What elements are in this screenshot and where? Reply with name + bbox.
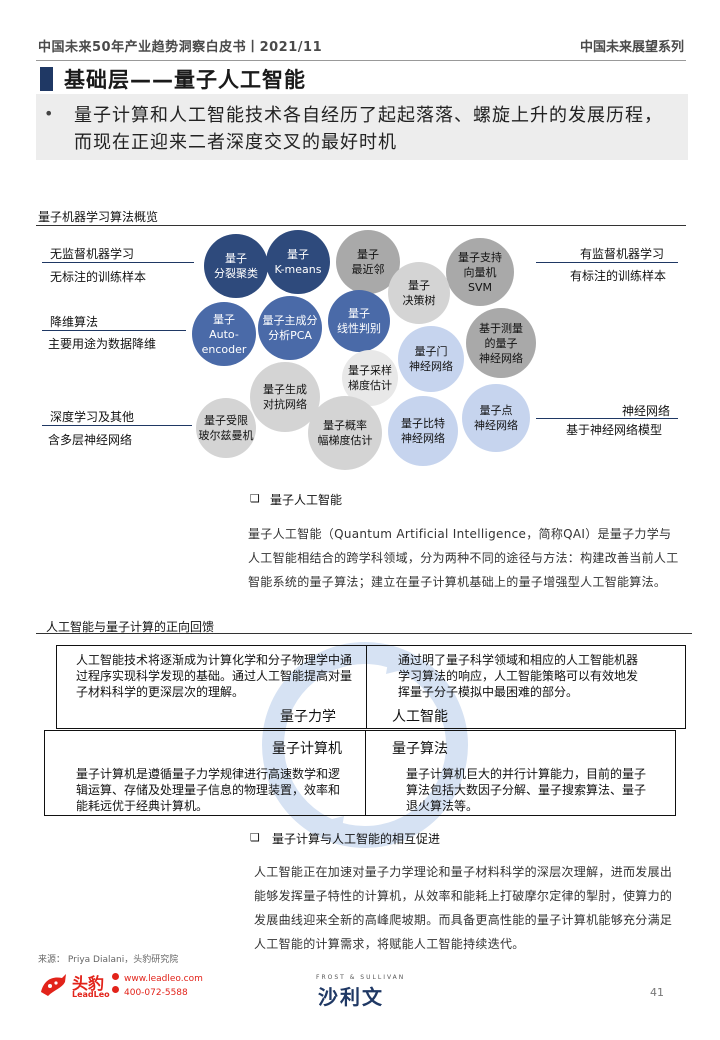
section-divider-feedback (36, 633, 692, 634)
label-neural-network: 神经网络 (622, 404, 671, 418)
cycle-arrow-bottom (312, 816, 344, 840)
box-top-left (56, 645, 366, 729)
page-title: 基础层——量子人工智能 (64, 68, 306, 92)
frost-sullivan-cn: 沙利文 (318, 985, 384, 1009)
label-neural-network-desc: 基于神经网络模型 (566, 423, 663, 437)
source-note: 来源： Priya Dialani，头豹研究院 (38, 955, 179, 965)
circle-quantum-gate-nn: 量子门神经网络 (398, 326, 464, 392)
qai-bullet: ❑ (250, 492, 260, 505)
section-title-algorithms: 量子机器学习算法概览 (38, 210, 159, 224)
circle-quantum-divisive-clustering: 量子分裂聚类 (204, 234, 268, 298)
cycle-arrow-top (386, 650, 418, 674)
leadleo-logo-en: LeadLeo (72, 990, 110, 999)
circle-qubit-nn: 量子比特神经网络 (388, 396, 458, 466)
qai-heading: 量子人工智能 (270, 493, 343, 507)
section-divider-algorithms (36, 225, 686, 226)
circle-quantum-boltzmann: 量子受限玻尔兹曼机 (196, 398, 256, 458)
header-right: 中国未来展望系列 (579, 40, 684, 55)
label-deep-learning-desc: 含多层神经网络 (48, 433, 133, 447)
box-bottom-left-text: 量子计算机是遵循量子力学规律进行高速数学和逻辑运算、存储及处理量子信息的物理装置… (76, 767, 341, 813)
box-bottom-left (44, 730, 366, 816)
promo-bullet: ❑ (250, 831, 260, 844)
circle-quantum-gan: 量子生成对抗网络 (250, 362, 320, 432)
qai-paragraph: 量子人工智能（Quantum Artificial Intelligence，简… (248, 527, 679, 589)
cycle-label-quantum-computer: 量子计算机 (272, 741, 342, 757)
circle-quantum-linear-discriminant: 量子线性判别 (328, 290, 390, 352)
circle-quantum-pca: 量子主成分分析PCA (258, 296, 322, 360)
banner-bullet: • (44, 104, 54, 123)
label-deep-learning: 深度学习及其他 (50, 410, 135, 424)
label-unsupervised: 无监督机器学习 (50, 247, 135, 261)
box-top-left-text: 人工智能技术将逐渐成为计算化学和分子物理学中通过程序实现科学发现的基础。通过人工… (76, 653, 353, 699)
label-dim-reduction-desc: 主要用途为数据降维 (48, 337, 157, 351)
leadleo-phone: 400-072-5588 (124, 988, 188, 998)
header-left: 中国未来50年产业趋势洞察白皮书丨2021/11 (38, 40, 323, 55)
label-unsupervised-desc: 无标注的训练样本 (50, 270, 147, 284)
label-supervised-desc: 有标注的训练样本 (570, 269, 667, 283)
label-line (536, 262, 678, 263)
title-accent-bar (40, 67, 53, 91)
cycle-label-ai: 人工智能 (392, 709, 448, 725)
phone-icon (112, 986, 119, 993)
label-dim-reduction: 降维算法 (50, 315, 99, 329)
key-message-banner (36, 94, 688, 160)
circle-quantum-amplitude-gradient: 量子概率幅梯度估计 (308, 396, 382, 470)
circle-quantum-decision-tree: 量子决策树 (388, 262, 450, 324)
leadleo-url[interactable]: www.leadleo.com (124, 974, 203, 984)
box-bottom-right (366, 730, 676, 816)
box-bottom-right-text: 量子计算机巨大的并行计算能力，目前的量子算法包括大数因子分解、量子搜索算法、量子… (406, 767, 647, 813)
leadleo-leopard-icon (41, 974, 66, 996)
promo-heading: 量子计算与人工智能的相互促进 (272, 832, 441, 846)
cycle-label-quantum-mechanics: 量子力学 (280, 709, 336, 725)
box-top-right (366, 645, 686, 729)
web-icon (112, 973, 119, 980)
header-divider (36, 60, 686, 61)
label-line (42, 330, 186, 331)
banner-text: 量子计算和人工智能技术各自经历了起起落落、螺旋上升的发展历程，而现在正迎来二者深… (74, 105, 663, 153)
label-supervised: 有监督机器学习 (580, 247, 665, 261)
label-line (42, 425, 192, 426)
page-number: 41 (650, 986, 664, 999)
promo-paragraph: 人工智能正在加速对量子力学理论和量子材料科学的深层次理解，进而发展出能够发挥量子… (254, 865, 673, 951)
label-line (536, 418, 678, 419)
leadleo-logo-cn: 头豹 (72, 974, 105, 993)
contact-icons (112, 970, 130, 996)
label-line (42, 262, 194, 263)
cycle-label-quantum-algorithm: 量子算法 (392, 741, 448, 757)
cycle-ring (262, 642, 468, 848)
circle-measurement-quantum-nn: 基于测量的量子神经网络 (466, 308, 536, 378)
circle-quantum-dot-nn: 量子点神经网络 (462, 384, 530, 452)
box-top-right-text: 通过明了量子科学领域和相应的人工智能机器学习算法的响应，人工智能策略可以有效地发… (398, 653, 639, 699)
frost-sullivan-en: FROST & SULLIVAN (316, 974, 406, 981)
section-title-feedback: 人工智能与量子计算的正向回馈 (46, 620, 215, 634)
